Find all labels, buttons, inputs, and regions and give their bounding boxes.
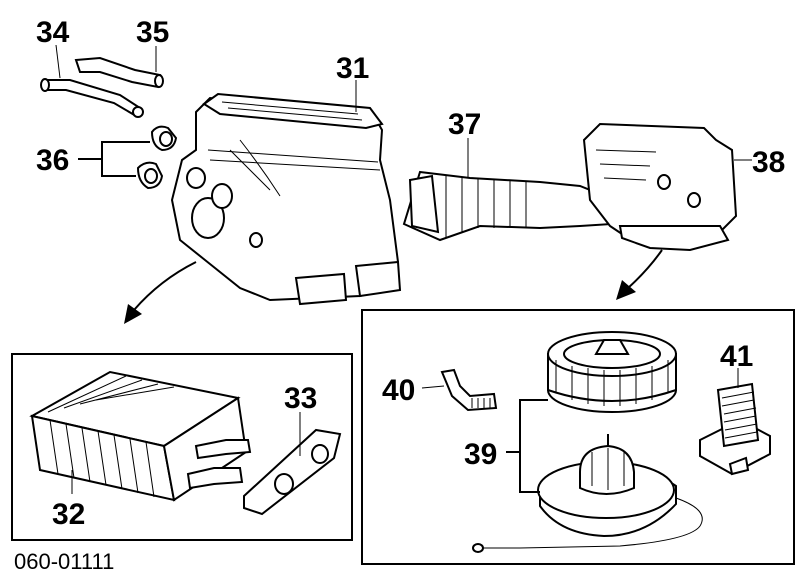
grommet-36-lower (136, 161, 164, 190)
heater-core-32 (29, 370, 252, 502)
blower-motor-39 (472, 434, 703, 553)
callout-41: 41 (720, 340, 753, 373)
blower-wheel-39 (547, 331, 677, 413)
callout-38: 38 (752, 146, 785, 179)
callout-31: 31 (336, 52, 369, 85)
arrow-to-blower-box (616, 249, 663, 300)
diagram-code: 060-01111 (14, 549, 114, 574)
bracket-39 (519, 399, 548, 493)
callout-39: 39 (464, 438, 497, 471)
hose-35 (74, 56, 164, 89)
callout-35: 35 (136, 16, 169, 49)
heater-unit-31 (170, 92, 402, 306)
callout-34: 34 (36, 16, 70, 49)
blower-assembly-38 (582, 122, 738, 252)
callout-37: 37 (448, 108, 481, 141)
bracket-33 (243, 428, 342, 516)
duct-37 (402, 170, 614, 242)
callout-36: 36 (36, 144, 69, 177)
callout-33: 33 (284, 382, 317, 415)
heater-core-inset (11, 353, 353, 541)
arrow-to-heater-core (124, 261, 197, 324)
blower-motor-inset (361, 309, 795, 565)
leader-34 (55, 44, 61, 79)
resistor-41 (699, 382, 771, 476)
connector-40 (440, 368, 498, 412)
leader-40 (421, 385, 445, 389)
callout-40: 40 (382, 374, 415, 407)
callout-32: 32 (52, 498, 85, 531)
grommet-36-upper (150, 125, 178, 152)
hose-34 (40, 78, 144, 118)
